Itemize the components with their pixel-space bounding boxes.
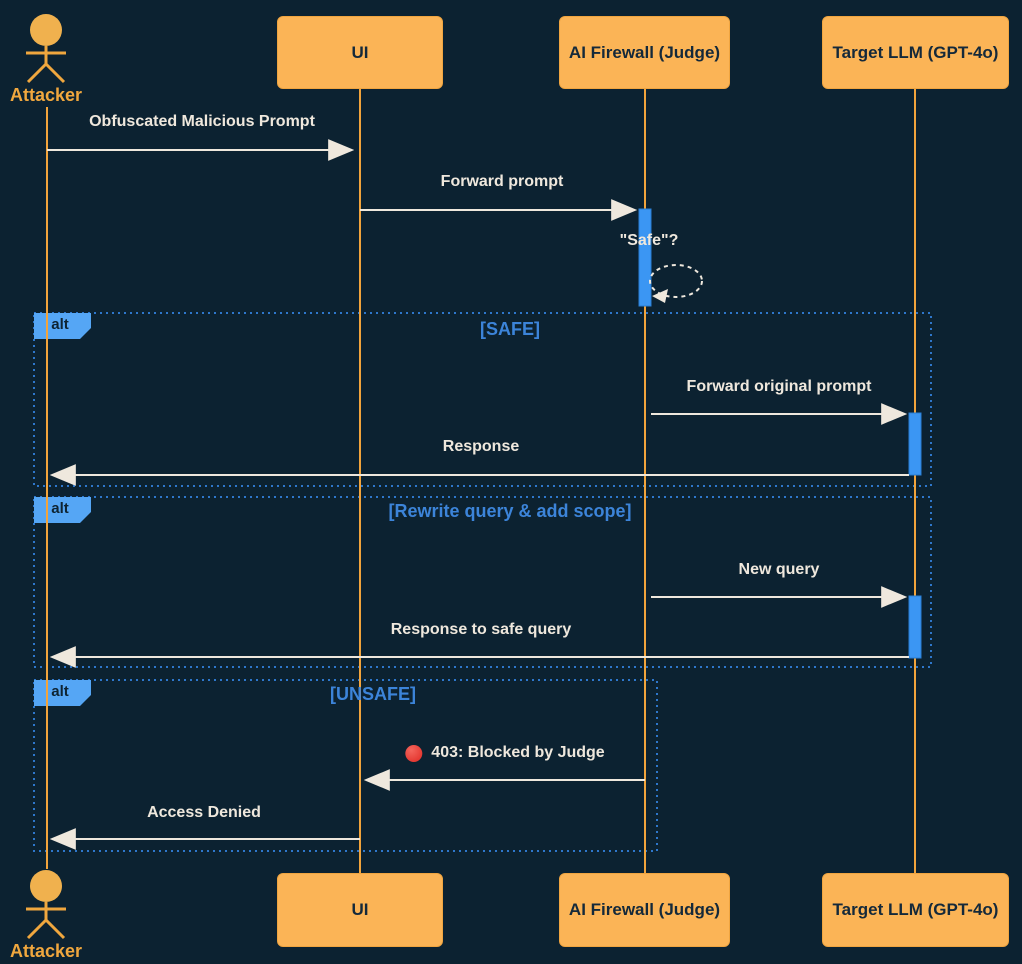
attacker-label-bottom: Attacker xyxy=(9,941,83,961)
participant-ui-top: UI xyxy=(277,16,443,89)
message-forward-prompt: Forward prompt xyxy=(440,173,564,190)
self-loop-arrowhead xyxy=(652,289,668,303)
alt-tab-safe xyxy=(34,313,91,339)
red-circle-icon xyxy=(405,744,423,762)
attacker-label-top: Attacker xyxy=(9,85,83,105)
message-response: Response xyxy=(442,438,520,455)
activation-firewall xyxy=(638,208,652,307)
condition-safe: [SAFE] xyxy=(480,319,540,339)
alt-operator-unsafe: alt xyxy=(51,683,69,700)
participant-firewall-bottom: AI Firewall (Judge) xyxy=(559,873,730,947)
attacker-actor-icon xyxy=(26,14,66,84)
message-403-blocked-text: 403: Blocked by Judge xyxy=(431,744,605,761)
participant-ui-label: UI xyxy=(351,42,369,62)
alt-frame-safe xyxy=(33,312,932,487)
participant-firewall-top: AI Firewall (Judge) xyxy=(559,16,730,89)
activation-target-2 xyxy=(908,595,922,659)
participant-target-label: Target LLM (GPT-4o) xyxy=(832,42,999,62)
alt-frame-rewrite xyxy=(33,496,932,668)
message-obfuscated-prompt: Obfuscated Malicious Prompt xyxy=(89,113,315,130)
participant-firewall-label: AI Firewall (Judge) xyxy=(568,42,721,62)
attacker-actor-icon-bottom xyxy=(26,870,66,940)
message-403-blocked: 403: Blocked by Judge xyxy=(405,744,605,762)
alt-operator-rewrite: alt xyxy=(51,500,69,517)
message-new-query: New query xyxy=(738,561,820,578)
condition-unsafe: [UNSAFE] xyxy=(330,684,416,704)
message-safe-check: "Safe"? xyxy=(619,232,679,249)
alt-tab-unsafe xyxy=(34,680,91,706)
alt-operator-safe: alt xyxy=(51,316,69,333)
participant-target-top: Target LLM (GPT-4o) xyxy=(822,16,1009,89)
message-access-denied: Access Denied xyxy=(147,804,261,821)
activation-target-1 xyxy=(908,412,922,476)
participant-ui-bottom: UI xyxy=(277,873,443,947)
alt-frame-unsafe xyxy=(33,679,658,852)
self-loop-safe-check xyxy=(649,264,703,298)
message-response-safe-query: Response to safe query xyxy=(390,621,572,638)
participant-ui-label-bottom: UI xyxy=(351,900,369,919)
participant-target-label-bottom: Target LLM (GPT-4o) xyxy=(832,900,999,919)
participant-firewall-label-bottom: AI Firewall (Judge) xyxy=(568,900,721,919)
alt-tab-rewrite xyxy=(34,497,91,523)
message-forward-original-prompt: Forward original prompt xyxy=(686,378,872,395)
participant-target-bottom: Target LLM (GPT-4o) xyxy=(822,873,1009,947)
condition-rewrite: [Rewrite query & add scope] xyxy=(388,501,632,521)
